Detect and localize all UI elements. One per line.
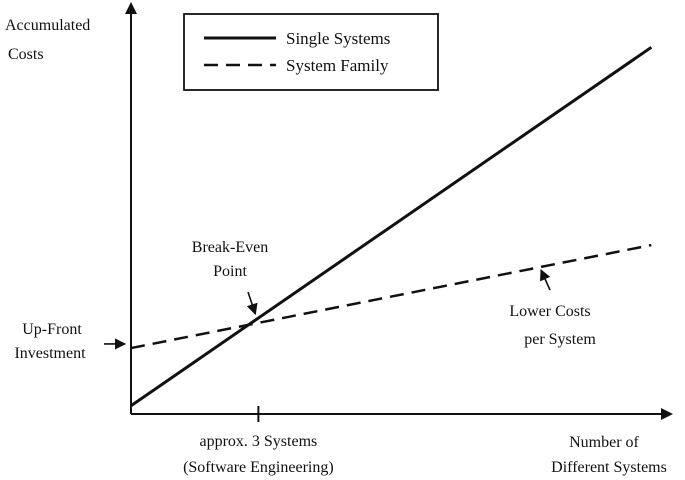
x-axis-label-line-1: Number of <box>569 434 639 451</box>
legend-label-single-systems: Single Systems <box>286 29 390 48</box>
x-axis-arrowhead <box>661 408 673 420</box>
series-line-system-family <box>130 243 652 350</box>
legend-box <box>183 13 439 91</box>
x-axis-label-line-2: Different Systems <box>551 459 667 476</box>
lower-costs-label-line-2: per System <box>524 331 596 348</box>
up-front-label-line-1: Up-Front <box>22 321 82 338</box>
y-axis-label-line-2: Costs <box>8 46 44 63</box>
up-front-label-line-2: Investment <box>14 345 86 362</box>
break-even-label-line-2: Point <box>213 263 247 280</box>
break-even-label-line-1: Break-Even <box>192 239 268 256</box>
lower-costs-arrow <box>540 268 551 291</box>
break-even-arrow <box>246 291 258 316</box>
x-tick-label-line-2: (Software Engineering) <box>183 459 334 476</box>
legend: Single Systems System Family <box>183 13 439 91</box>
y-axis-label-line-1: Accumulated <box>5 17 90 34</box>
legend-label-system-family: System Family <box>286 56 389 75</box>
lower-costs-label-line-1: Lower Costs <box>509 303 590 320</box>
series-line-single-systems <box>130 46 653 407</box>
y-axis-arrowhead <box>125 2 137 14</box>
x-tick-label-line-1: approx. 3 Systems <box>199 433 317 450</box>
